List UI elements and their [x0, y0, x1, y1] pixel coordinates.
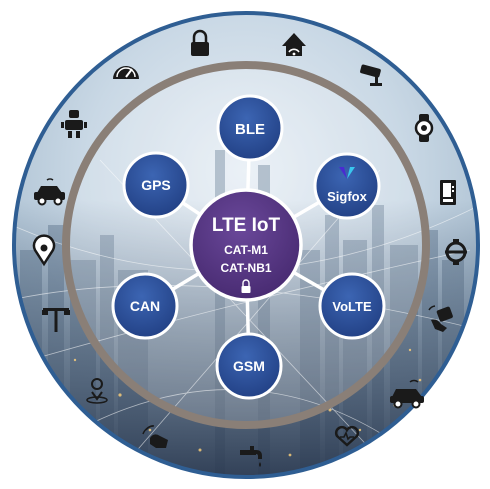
smart-home-icon [282, 33, 306, 56]
sigfox-logo-icon [339, 167, 355, 179]
node-sigfox: Sigfox [313, 152, 381, 220]
smartwatch-icon [414, 114, 434, 142]
vending-machine-icon [440, 180, 456, 205]
node-can: CAN [111, 272, 179, 340]
security-camera-icon [360, 64, 382, 86]
center-hub: LTE IoT CAT-M1 CAT-NB1 [189, 188, 303, 302]
connected-device-icon [445, 239, 467, 265]
center-line-2: CAT-NB1 [220, 261, 271, 275]
node-label-gps: GPS [141, 177, 171, 193]
robot-icon [61, 110, 87, 138]
location-pin-icon [32, 234, 56, 267]
center-line-1: CAT-M1 [224, 243, 268, 257]
padlock-icon [191, 29, 209, 56]
center-title: LTE IoT [212, 215, 281, 236]
node-label-volte: VoLTE [332, 299, 372, 314]
node-label-sigfox: Sigfox [327, 189, 367, 204]
smart-water-tap-icon [240, 446, 262, 467]
car-icon [34, 178, 65, 206]
outer-border [12, 11, 480, 479]
node-volte: VoLTE [318, 272, 386, 340]
node-label-gsm: GSM [233, 358, 265, 374]
node-label-ble: BLE [235, 121, 265, 138]
location-person-icon [86, 378, 108, 404]
smart-meter-icon [428, 305, 453, 332]
dashboard-gauge-icon [113, 66, 139, 79]
node-gps: GPS [122, 151, 190, 219]
hand-wireless-icon [142, 425, 168, 448]
node-ble: BLE [216, 94, 284, 162]
node-label-can: CAN [130, 298, 160, 314]
lock-icon [241, 279, 251, 293]
middle-ring [62, 61, 430, 429]
node-gsm: GSM [215, 332, 283, 400]
street-light-icon [42, 308, 70, 332]
healthcare-heart-icon [334, 425, 360, 447]
connected-car-icon [390, 379, 424, 409]
